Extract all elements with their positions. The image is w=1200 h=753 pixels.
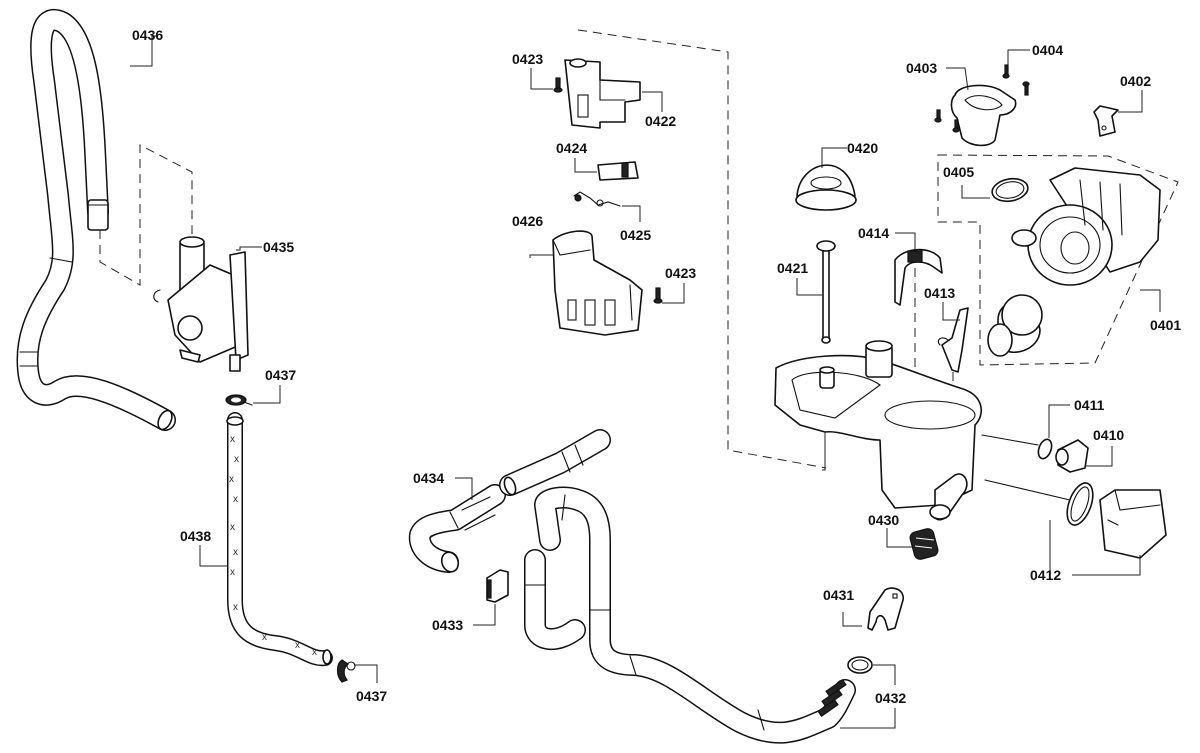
- part-0435-valve[interactable]: [153, 236, 249, 372]
- label-0426: 0426: [512, 213, 543, 229]
- label-0420: 0420: [847, 140, 878, 156]
- part-0404-screws[interactable]: [934, 64, 1030, 133]
- label-0423-upper: 0423: [512, 51, 543, 67]
- label-0410: 0410: [1093, 427, 1124, 443]
- label-0421: 0421: [777, 260, 808, 276]
- label-0401: 0401: [1150, 317, 1181, 333]
- part-0431-clamp-holder[interactable]: [867, 587, 904, 631]
- part-0413-lever[interactable]: [937, 307, 969, 373]
- label-0424: 0424: [556, 140, 587, 156]
- part-0437-clamp-lower[interactable]: [336, 659, 356, 683]
- part-0433-hose-clip[interactable]: [486, 569, 509, 603]
- label-0430: 0430: [868, 512, 899, 528]
- svg-text:x: x: [229, 474, 234, 485]
- part-0420-cap[interactable]: [795, 164, 857, 211]
- svg-text:x: x: [234, 454, 239, 465]
- part-0432-drain-hose[interactable]: [524, 486, 856, 744]
- part-0438-marked-hose[interactable]: x x x x x x x x x x x: [226, 412, 333, 667]
- label-0438: 0438: [180, 528, 211, 544]
- part-0424-micro-switch[interactable]: [597, 161, 639, 181]
- part-0403-connector-housing[interactable]: [950, 84, 1017, 147]
- label-0435: 0435: [263, 239, 294, 255]
- label-0437-lower: 0437: [356, 688, 387, 704]
- part-0425-wire-spring[interactable]: [573, 191, 621, 207]
- label-0412: 0412: [1030, 567, 1061, 583]
- label-0422: 0422: [645, 113, 676, 129]
- label-0413: 0413: [924, 285, 955, 301]
- part-0437-clamp-upper[interactable]: [225, 394, 253, 406]
- label-0414: 0414: [858, 225, 889, 241]
- part-sump[interactable]: [774, 340, 983, 521]
- label-0404: 0404: [1032, 42, 1063, 58]
- part-0412-drain-pump[interactable]: [1099, 489, 1167, 559]
- label-0437-upper: 0437: [265, 367, 296, 383]
- label-0425: 0425: [620, 227, 651, 243]
- svg-text:x: x: [230, 434, 235, 445]
- part-0430-filter-insert[interactable]: [909, 527, 939, 560]
- part-0412-o-ring-large[interactable]: [1062, 480, 1098, 529]
- part-0402-bracket[interactable]: [1093, 105, 1119, 137]
- svg-text:x: x: [230, 522, 235, 533]
- part-0410-check-valve[interactable]: [1055, 439, 1089, 473]
- part-0411-o-ring-small[interactable]: [1036, 438, 1054, 461]
- label-0405: 0405: [943, 164, 974, 180]
- svg-text:x: x: [295, 640, 300, 651]
- part-0405-clamp-ring[interactable]: [990, 176, 1029, 204]
- label-0436: 0436: [132, 27, 163, 43]
- label-0402: 0402: [1120, 73, 1151, 89]
- part-0421-float-rod[interactable]: [816, 240, 836, 344]
- label-0434: 0434: [413, 470, 444, 486]
- svg-text:x: x: [312, 647, 317, 658]
- part-0414-clip[interactable]: [894, 248, 943, 306]
- svg-text:x: x: [230, 567, 235, 578]
- svg-text:x: x: [233, 547, 238, 558]
- part-0436-loop-hose[interactable]: [16, 9, 176, 432]
- svg-text:x: x: [233, 602, 238, 613]
- part-0426-switch-bracket[interactable]: [552, 230, 643, 336]
- label-0411: 0411: [1074, 397, 1105, 413]
- part-0422-switch-housing[interactable]: [564, 58, 641, 129]
- part-0432-seal-ring[interactable]: [847, 656, 873, 674]
- label-0433: 0433: [432, 617, 463, 633]
- svg-text:x: x: [233, 494, 238, 505]
- label-0432: 0432: [875, 690, 906, 706]
- part-0401-pump-heater[interactable]: [987, 167, 1161, 357]
- label-0423-lower: 0423: [665, 265, 696, 281]
- part-0423-screw-lower[interactable]: [653, 287, 663, 304]
- part-0423-screw-upper[interactable]: [553, 77, 563, 93]
- part-0434-connecting-hose[interactable]: [408, 429, 611, 574]
- svg-text:x: x: [262, 632, 267, 643]
- label-0431: 0431: [823, 587, 854, 603]
- label-0403: 0403: [906, 60, 937, 76]
